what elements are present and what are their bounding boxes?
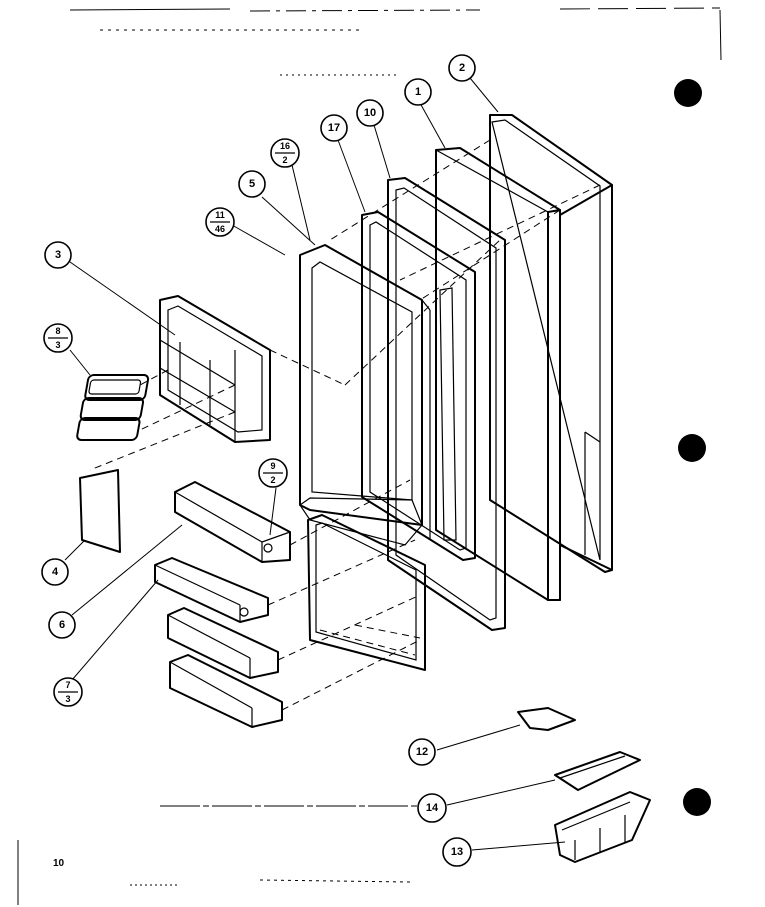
part-door-gasket (387, 177, 506, 631)
part-13-ice-bin (554, 791, 651, 863)
callout-13: 13 (442, 837, 472, 867)
part-lower-liner (307, 514, 426, 671)
part-12-tray (517, 707, 576, 731)
callout-7-3: 7 3 (53, 677, 83, 707)
svg-text:7: 7 (65, 680, 70, 690)
svg-text:14: 14 (426, 802, 439, 814)
svg-text:16: 16 (280, 141, 290, 151)
part-dairy-cabinet (159, 295, 271, 443)
page-number: 10 (53, 858, 65, 869)
svg-text:13: 13 (451, 846, 463, 858)
svg-text:4: 4 (52, 566, 59, 578)
part-door-bin-top (174, 481, 291, 563)
part-door-liner-block (435, 147, 561, 601)
svg-text:5: 5 (249, 178, 255, 190)
callout-3: 3 (44, 241, 72, 269)
svg-text:10: 10 (364, 107, 376, 119)
assembly-lines (89, 139, 601, 711)
part-stacked-bins (76, 374, 150, 441)
svg-text:2: 2 (270, 475, 275, 485)
svg-text:6: 6 (59, 619, 65, 631)
svg-text:3: 3 (55, 249, 61, 261)
svg-text:46: 46 (215, 224, 225, 234)
callout-14: 14 (417, 793, 447, 823)
callout-2: 2 (448, 54, 476, 82)
callout-5: 5 (238, 170, 266, 198)
svg-text:1: 1 (415, 86, 421, 98)
part-breaker-frame (361, 211, 476, 561)
binder-hole (678, 434, 706, 462)
part-outer-door-panel (489, 114, 613, 573)
callout-6: 6 (48, 611, 76, 639)
part-14-cover (554, 751, 641, 791)
svg-text:2: 2 (282, 155, 287, 165)
callout-16-2: 16 2 (270, 138, 300, 168)
leader-lines (64, 77, 566, 851)
svg-text:9: 9 (270, 461, 275, 471)
svg-text:3: 3 (65, 694, 70, 704)
part-door-bins-lower (154, 557, 283, 728)
scan-noise-top (17, 7, 722, 905)
callout-11-46: 11 46 (205, 207, 235, 237)
callout-1: 1 (404, 78, 432, 106)
callout-10: 10 (356, 99, 384, 127)
part-panel (79, 469, 121, 553)
binder-hole (683, 788, 711, 816)
svg-text:3: 3 (55, 340, 60, 350)
callout-8-3: 8 3 (43, 323, 73, 353)
callout-17: 17 (320, 114, 348, 142)
callout-9-2: 9 2 (258, 458, 288, 488)
svg-text:12: 12 (416, 746, 428, 758)
callout-4: 4 (41, 558, 69, 586)
part-door-liner-frame (299, 244, 431, 546)
svg-text:8: 8 (55, 326, 60, 336)
svg-text:17: 17 (328, 122, 340, 134)
svg-text:11: 11 (215, 210, 225, 220)
svg-text:2: 2 (459, 62, 465, 74)
callout-12: 12 (408, 738, 436, 766)
binder-hole (674, 79, 702, 107)
